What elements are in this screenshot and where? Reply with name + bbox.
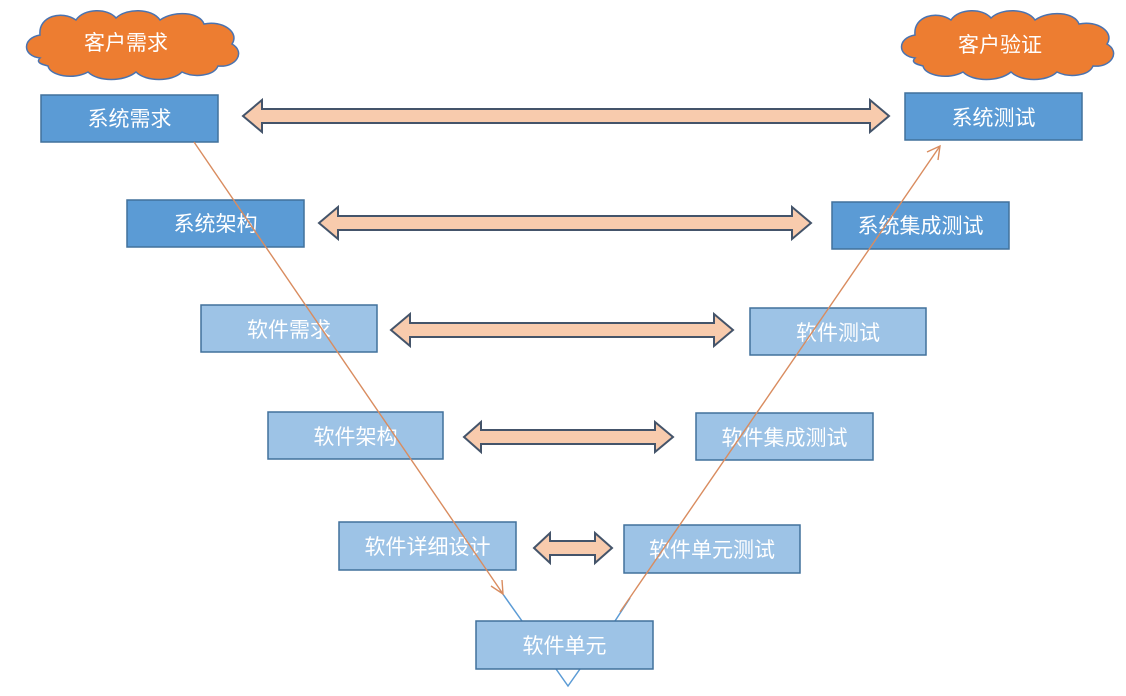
box-software-integration-test: 软件集成测试 [695,412,874,461]
box-software-unit-test: 软件单元测试 [623,524,801,574]
cloud-customer-requirements: 客户需求 [25,10,240,81]
cloud-customer-validation: 客户验证 [900,10,1115,81]
box-system-test: 系统测试 [904,92,1083,141]
double-arrow-system-requirements [241,97,891,135]
box-label: 软件测试 [796,321,880,345]
box-label: 软件详细设计 [365,535,491,559]
box-system-requirements: 系统需求 [40,94,219,143]
box-software-test: 软件测试 [749,307,927,356]
double-arrow-detailed-design [532,530,614,566]
box-label: 软件架构 [314,425,398,449]
box-label: 系统集成测试 [858,214,984,238]
box-system-architecture: 系统架构 [126,199,305,248]
box-label: 系统测试 [952,106,1036,130]
v-left-arrowhead [490,579,504,596]
double-arrow-software-architecture [462,419,675,455]
box-label: 软件单元测试 [649,538,775,562]
v-right-ascending-line [619,145,941,613]
box-software-architecture: 软件架构 [267,411,444,460]
box-software-detailed-design: 软件详细设计 [338,521,517,571]
double-arrow-system-architecture [317,204,813,242]
v-left-descending-line [193,141,504,595]
cloud-left-label: 客户需求 [84,31,168,55]
double-arrow-software-requirements [389,311,735,349]
box-label: 软件需求 [247,318,331,342]
box-system-integration-test: 系统集成测试 [831,201,1010,250]
cloud-right-label: 客户验证 [958,33,1042,57]
box-software-unit: 软件单元 [475,620,654,670]
box-label: 软件集成测试 [722,426,848,450]
v-bottom-tip [555,668,581,688]
v-right-arrowhead [926,144,941,161]
box-software-requirements: 软件需求 [200,304,378,353]
box-label: 软件单元 [523,634,607,658]
box-label: 系统需求 [88,107,172,131]
box-label: 系统架构 [174,212,258,236]
